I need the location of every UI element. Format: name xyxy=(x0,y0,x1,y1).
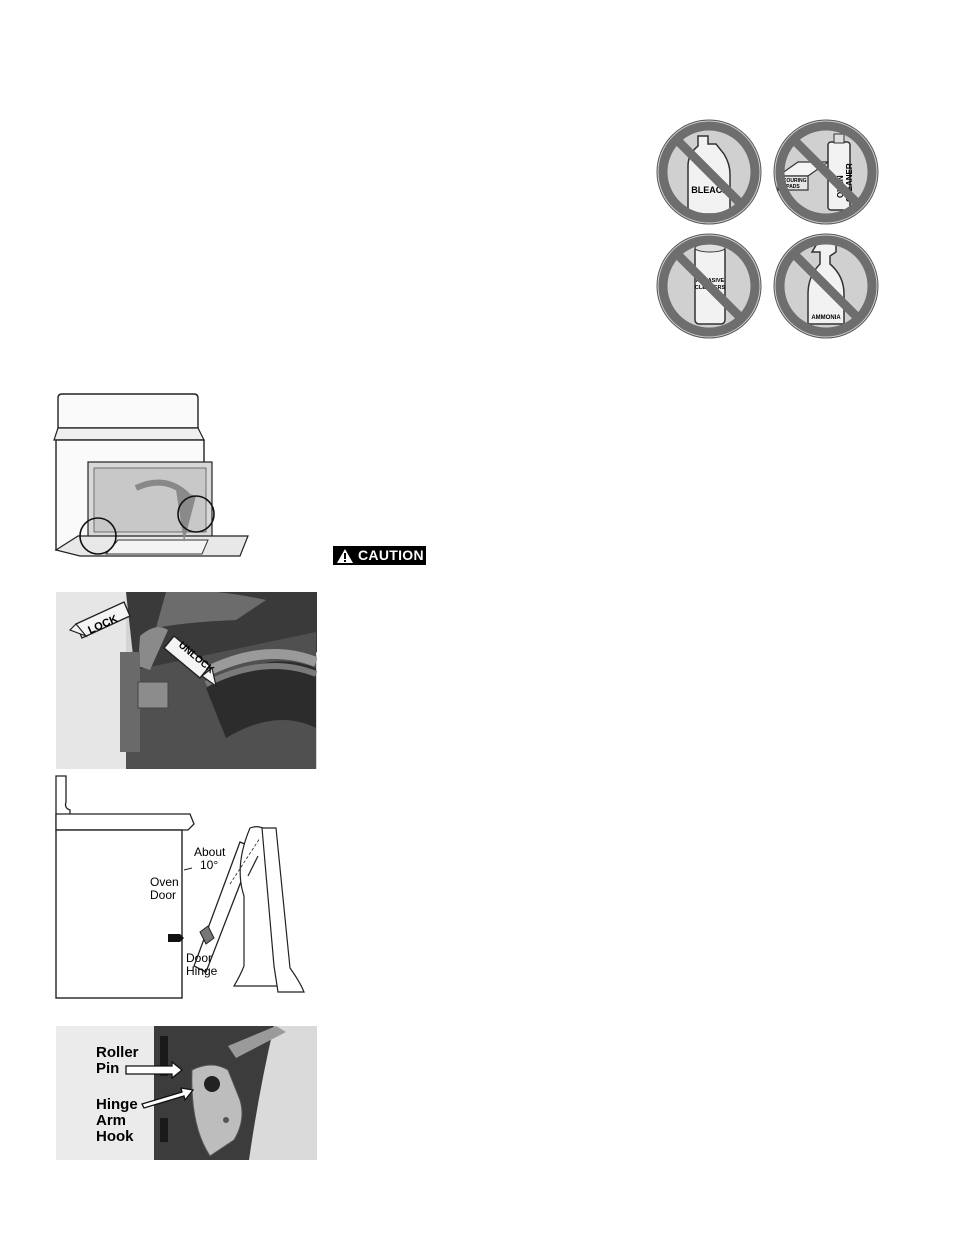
no-scouring-pads-oven-cleaner-icon: SCOURING PADS OVEN CLEANER xyxy=(774,120,878,224)
prohibited-cleaners-grid: BLEACH SCOURING PADS OVEN CLEANER ABRASI… xyxy=(650,118,885,342)
lock-unlock-photo: LOCK UNLOCK xyxy=(56,592,317,769)
range-door-open-illustration xyxy=(52,390,252,582)
door-removal-diagram: About 10° Oven Door Door Hinge xyxy=(54,774,322,1000)
oven-door-label-2: Door xyxy=(150,888,176,902)
door-hinge-label-1: Door xyxy=(186,951,212,965)
hook-label: Hook xyxy=(96,1128,134,1145)
pin-label: Pin xyxy=(96,1060,119,1077)
no-abrasive-cleaners-icon: ABRASIVE CLEANERS xyxy=(657,234,761,338)
no-ammonia-icon: AMMONIA xyxy=(774,234,878,338)
scouring-label-2: PADS xyxy=(786,184,800,190)
no-bleach-icon: BLEACH xyxy=(657,120,761,224)
roller-label: Roller xyxy=(96,1044,139,1061)
angle-label: 10° xyxy=(200,858,218,872)
caution-label: CAUTION xyxy=(333,546,426,565)
warning-icon xyxy=(336,548,354,564)
arm-label: Arm xyxy=(96,1112,126,1129)
about-label: About xyxy=(194,845,226,859)
door-hinge-label-2: Hinge xyxy=(186,964,218,978)
caution-text: CAUTION xyxy=(358,546,424,565)
oven-door-label-1: Oven xyxy=(150,875,179,889)
hinge-label: Hinge xyxy=(96,1096,138,1113)
ammonia-label: AMMONIA xyxy=(811,315,841,321)
hinge-photo: Roller Pin Hinge Arm Hook xyxy=(56,1026,317,1160)
